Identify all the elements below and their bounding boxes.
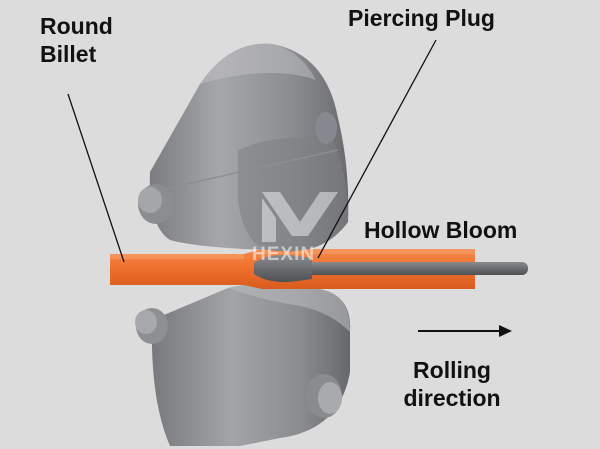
watermark-text: HEXIN bbox=[252, 244, 316, 265]
hexin-logo-icon bbox=[262, 192, 338, 242]
label-rolling-direction-line1: Rolling bbox=[413, 357, 491, 383]
leader-line-piercing-plug bbox=[317, 39, 437, 259]
label-round-billet-line2: Billet bbox=[40, 41, 97, 67]
bottom-roll bbox=[135, 282, 351, 446]
label-rolling-direction-line2: direction bbox=[403, 385, 501, 411]
label-hollow-bloom: Hollow Bloom bbox=[364, 217, 518, 243]
label-piercing-plug: Piercing Plug bbox=[348, 5, 495, 31]
top-roll bbox=[138, 43, 349, 252]
label-round-billet-line1: Round bbox=[40, 13, 113, 39]
piercing-plug bbox=[254, 254, 528, 283]
leader-line-round-billet bbox=[67, 93, 125, 263]
right-arrow-icon bbox=[418, 325, 512, 337]
label-round-billet: Round Billet bbox=[40, 12, 113, 68]
label-rolling-direction: Rolling direction bbox=[392, 356, 512, 412]
